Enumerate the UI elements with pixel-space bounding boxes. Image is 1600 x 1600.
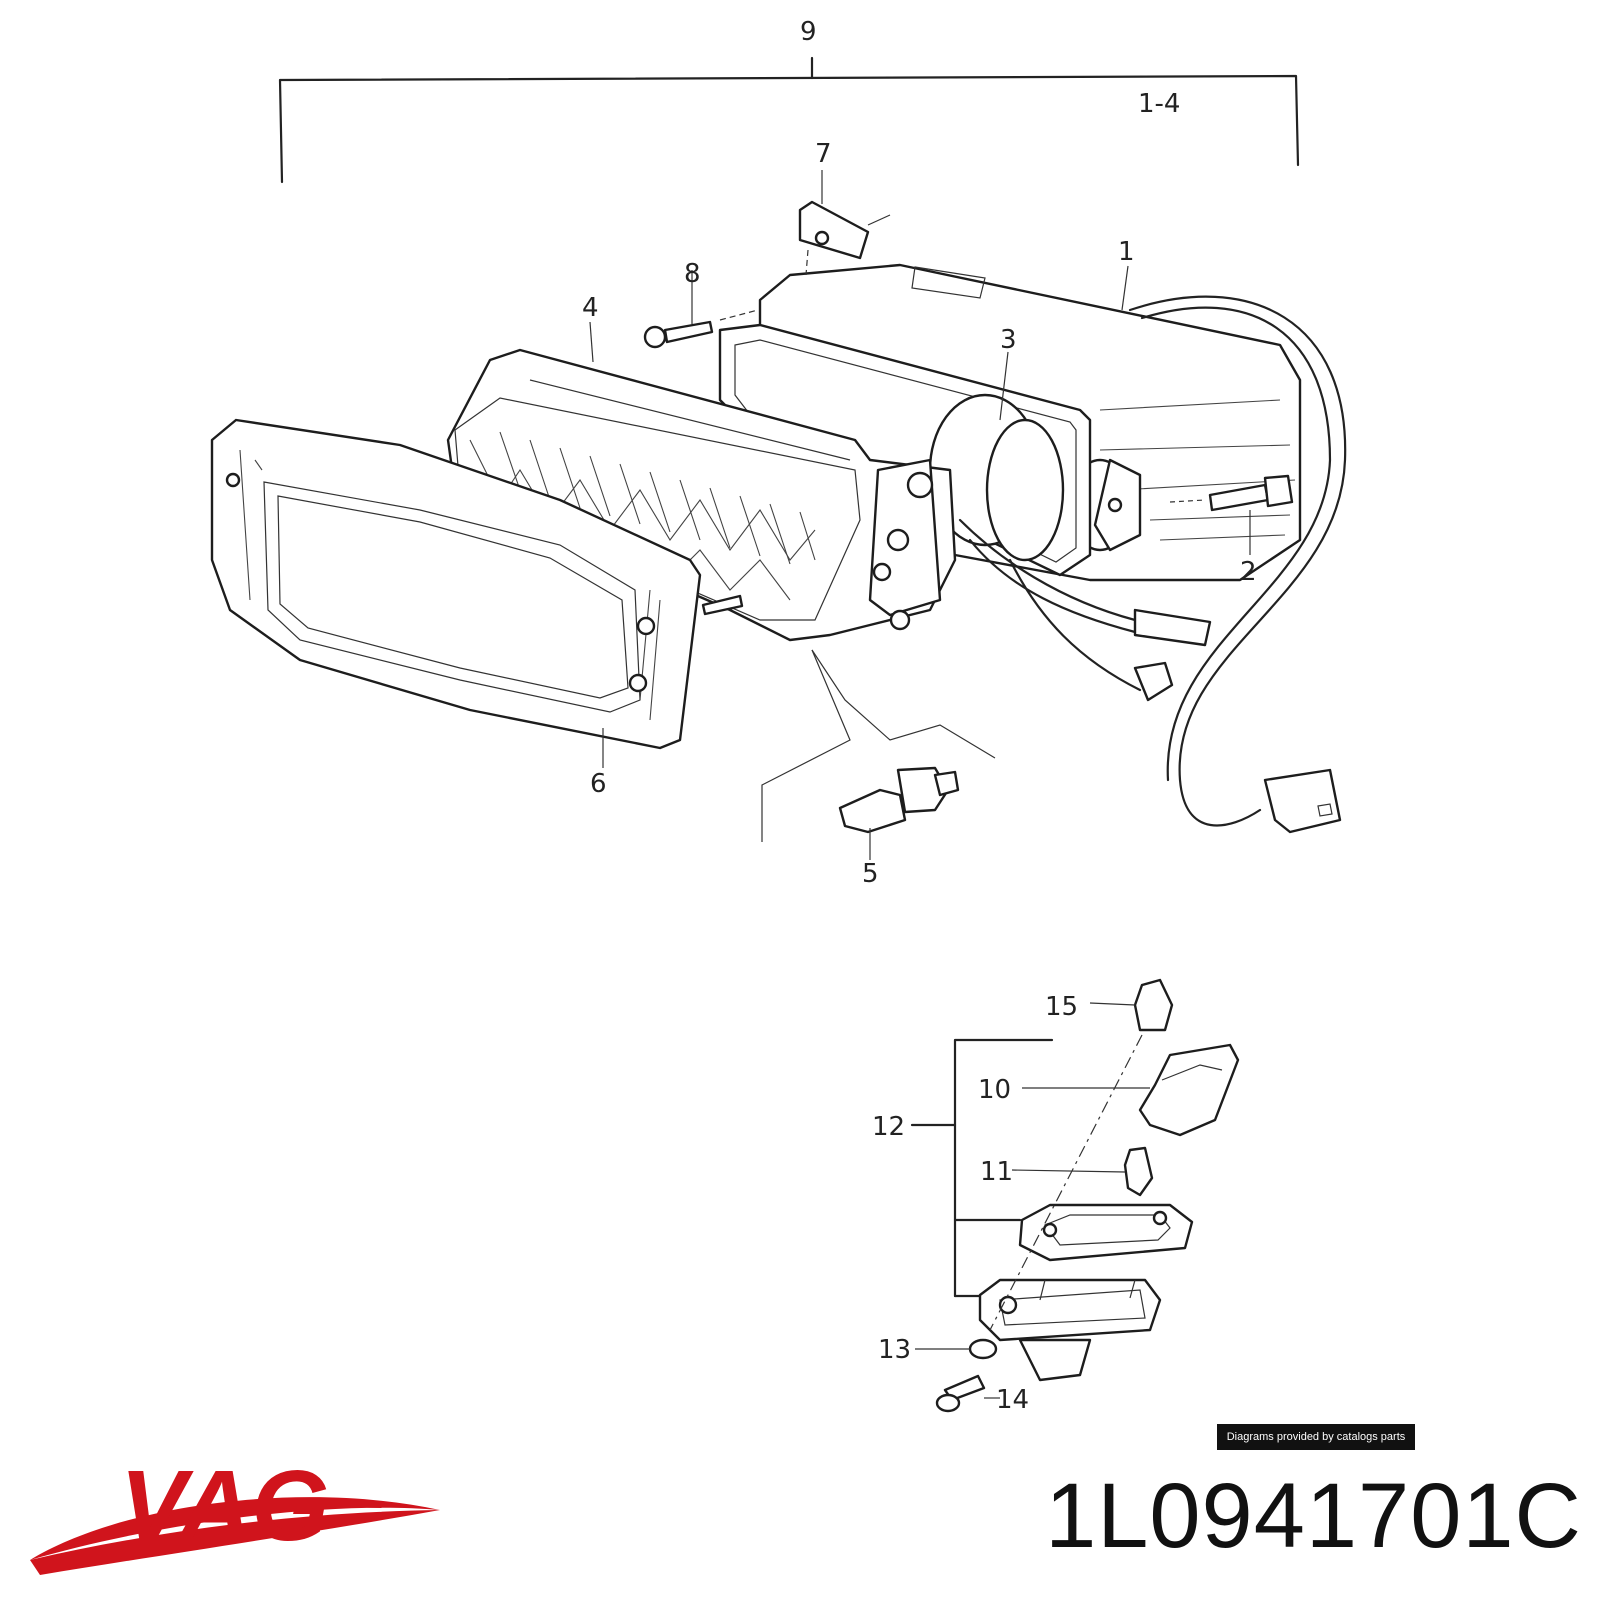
callout-10: 10 (978, 1075, 1011, 1105)
callout-7: 7 (815, 139, 832, 169)
wiring (958, 295, 1347, 834)
vag-logo: VAG (30, 1450, 440, 1575)
callout-6: 6 (590, 769, 607, 799)
callout-1-4: 1-4 (1138, 89, 1180, 119)
small-lamp-assembly (910, 978, 1240, 1413)
adjuster-screw (701, 594, 744, 616)
screw-2 (1169, 474, 1294, 555)
assembly-bracket (278, 56, 1300, 184)
svg-text:VAG: VAG (120, 1450, 329, 1562)
diagram-credit: Diagrams provided by catalogs parts (1217, 1424, 1415, 1450)
callout-3: 3 (1000, 325, 1017, 355)
callout-9: 9 (800, 17, 817, 47)
callout-8: 8 (684, 259, 701, 289)
callout-5: 5 (862, 859, 879, 889)
callout-14: 14 (996, 1385, 1029, 1415)
reflector-frame (718, 323, 1092, 577)
callout-2: 2 (1240, 557, 1257, 587)
callout-4: 4 (582, 293, 599, 323)
bulb-5 (761, 649, 996, 860)
reflector-insert (446, 348, 957, 642)
part-number: 1L0941701C (1045, 1465, 1582, 1567)
callout-11: 11 (980, 1157, 1013, 1187)
screw-8 (643, 270, 759, 349)
clip-7 (798, 170, 891, 276)
callout-1: 1 (1118, 237, 1135, 267)
callout-13: 13 (878, 1335, 911, 1365)
callout-15: 15 (1045, 992, 1078, 1022)
front-lens (210, 418, 702, 750)
callout-12: 12 (872, 1112, 905, 1142)
